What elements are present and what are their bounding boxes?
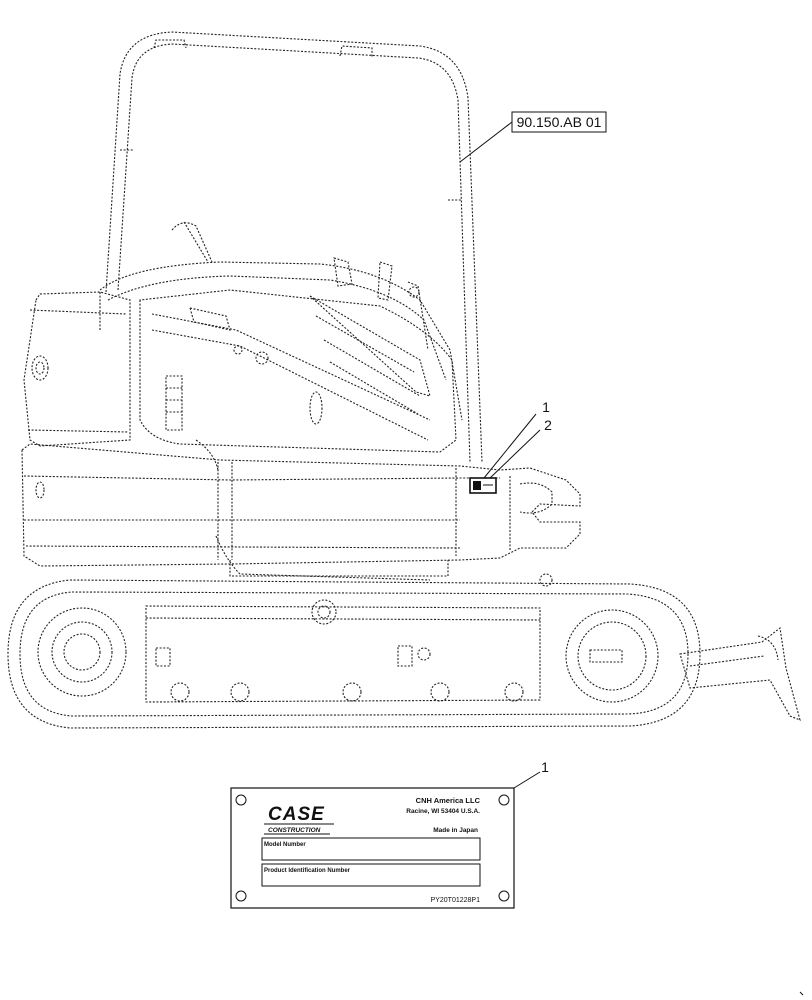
- plate-part-number: PY20T01228P1: [431, 897, 481, 904]
- decal-location: [469, 477, 497, 494]
- track-assembly: [7, 573, 801, 729]
- reference-box: [511, 111, 607, 133]
- company-name: CNH America LLC: [416, 796, 481, 805]
- callout-2: 2: [544, 417, 552, 433]
- callout-1: 1: [542, 399, 550, 415]
- leader-lines: [459, 121, 541, 789]
- corner-mark: [799, 991, 804, 996]
- canopy-frame: [105, 31, 483, 463]
- company-address: Racine, WI 53404 U.S.A.: [406, 808, 480, 815]
- lower-frame: [21, 439, 581, 581]
- upper-body: [23, 221, 463, 453]
- case-logo: CASE: [268, 804, 325, 825]
- model-number-label: Model Number: [264, 842, 306, 848]
- case-logo-sub: CONSTRUCTION: [268, 827, 321, 834]
- callout-1-plate: 1: [541, 759, 549, 775]
- serial-plate: CASE CONSTRUCTION CNH America LLC Racine…: [230, 787, 515, 909]
- pin-label: Product Identification Number: [264, 868, 351, 874]
- made-in: Made in Japan: [433, 827, 478, 834]
- reference-label: 90.150.AB 01: [517, 114, 602, 130]
